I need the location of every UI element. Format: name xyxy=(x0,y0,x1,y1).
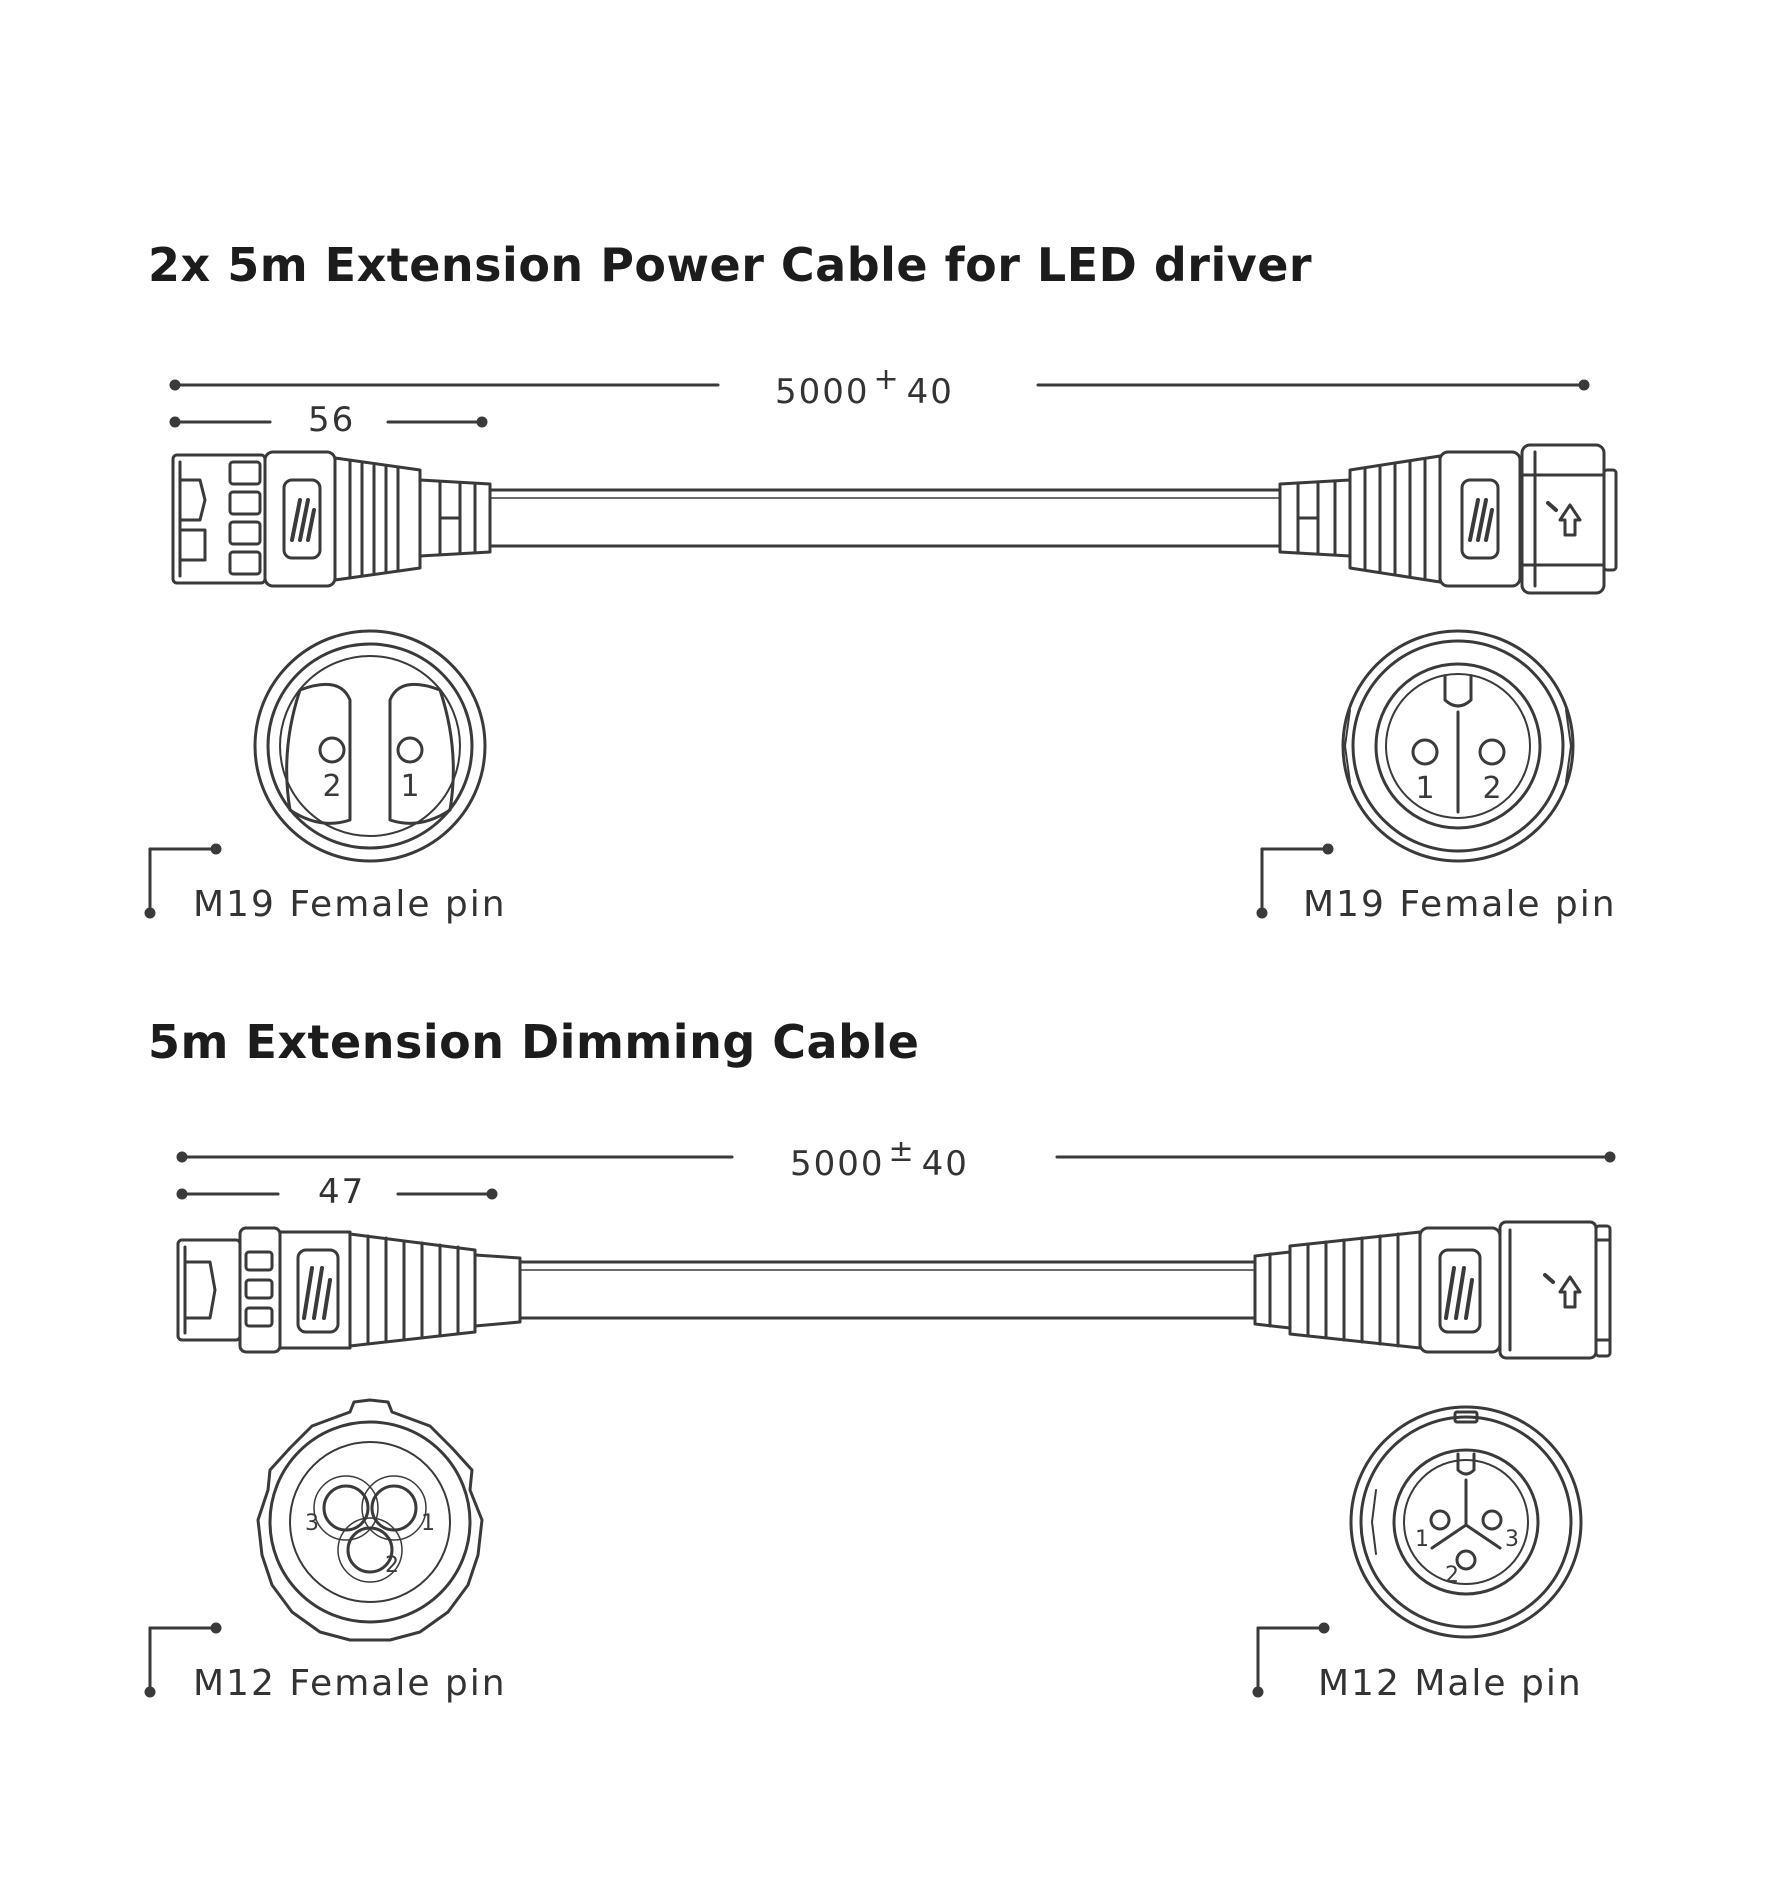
power-left-connector xyxy=(171,450,492,588)
power-dimension-lines xyxy=(169,379,1590,428)
power-overall-tolerance: 40 xyxy=(906,372,954,412)
power-overall-length: 5000 xyxy=(775,372,870,412)
power-right-pin-number-1: 1 xyxy=(1415,771,1434,806)
dimming-right-pin-number-1: 1 xyxy=(1415,1527,1429,1552)
dimming-tolerance-symbol: ± xyxy=(888,1134,916,1169)
power-right-pin-number-2: 2 xyxy=(1482,771,1501,806)
dimming-right-pin-number-3: 3 xyxy=(1505,1527,1519,1552)
dimming-right-connector xyxy=(1253,1220,1612,1360)
power-overall-dimension: 5000+40 xyxy=(775,362,954,412)
power-right-connector xyxy=(1278,443,1618,595)
dimming-left-pin-label: M12 Female pin xyxy=(193,1663,507,1704)
power-tolerance-symbol: + xyxy=(873,362,901,397)
power-connector-dimension: 56 xyxy=(308,400,356,440)
dimming-dimension-lines xyxy=(176,1151,1616,1200)
power-right-pin-label: M19 Female pin xyxy=(1303,884,1617,925)
dimming-cable xyxy=(176,1220,1612,1360)
power-cable xyxy=(171,443,1618,595)
dimming-left-pin-number-1: 1 xyxy=(421,1511,435,1536)
power-left-pin-label: M19 Female pin xyxy=(193,884,507,925)
dimming-left-connector xyxy=(176,1226,522,1354)
dimming-overall-tolerance: 40 xyxy=(921,1144,969,1184)
dimming-left-pin-number-3: 3 xyxy=(305,1511,319,1536)
dimming-right-pin-label: M12 Male pin xyxy=(1318,1663,1583,1704)
dimming-overall-length: 5000 xyxy=(790,1144,885,1184)
dimming-cable-title: 5m Extension Dimming Cable xyxy=(148,1015,920,1069)
power-left-pin-number-1: 1 xyxy=(400,769,419,804)
power-right-pin-face xyxy=(1256,629,1575,919)
dimming-right-pin-number-2: 2 xyxy=(1445,1563,1459,1588)
dimming-left-pin-face xyxy=(144,1398,484,1698)
power-cable-title: 2x 5m Extension Power Cable for LED driv… xyxy=(148,238,1313,292)
dimming-connector-dimension: 47 xyxy=(318,1172,366,1212)
dimming-left-pin-number-2: 2 xyxy=(385,1553,399,1578)
dimming-right-pin-face xyxy=(1252,1405,1583,1698)
power-left-pin-face xyxy=(144,629,487,919)
dimming-overall-dimension: 5000±40 xyxy=(790,1134,969,1184)
power-left-pin-number-2: 2 xyxy=(322,769,341,804)
